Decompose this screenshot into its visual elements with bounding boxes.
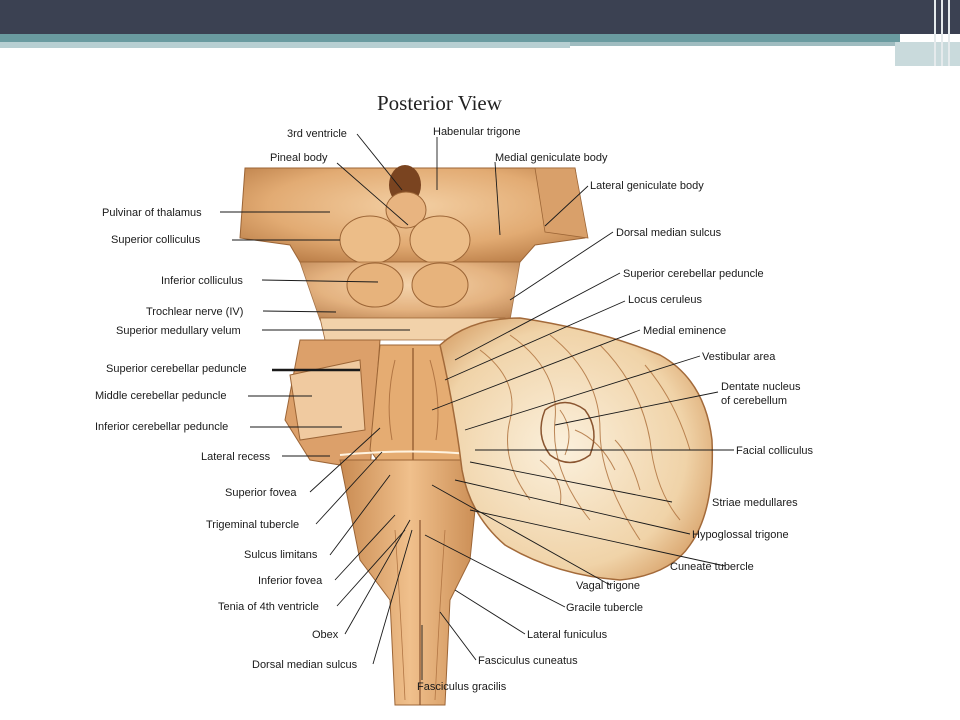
label-superior-cerebellar-peduncle-left: Superior cerebellar peduncle [106,363,247,375]
label-striae-medullares: Striae medullares [712,497,798,509]
label-lateral-funiculus: Lateral funiculus [527,629,608,641]
label-fasciculus-gracilis: Fasciculus gracilis [417,681,507,693]
label-vagal-trigone: Vagal trigone [576,580,640,592]
inferior-cerebellar-peduncle-shape [289,359,366,441]
label-facial-colliculus: Facial colliculus [736,445,814,457]
lateral-geniculate-shape [534,167,589,239]
midbrain-shape [299,261,521,321]
label-middle-cerebellar-peduncle: Middle cerebellar peduncle [95,390,226,402]
diagram-title: Posterior View [377,91,503,115]
label-dorsal-median-sulcus-bottom: Dorsal median sulcus [252,659,358,671]
label-inferior-colliculus: Inferior colliculus [161,275,243,287]
header-accent-bar-mid [570,42,900,46]
anatomy-artwork [239,165,714,706]
label-obex: Obex [312,629,339,641]
label-inferior-fovea: Inferior fovea [258,575,323,587]
label-fasciculus-cuneatus: Fasciculus cuneatus [478,655,578,667]
cerebellum-section-shape [439,317,714,581]
label-habenular-trigone: Habenular trigone [433,126,520,138]
header-corner-line [941,0,943,66]
label-lateral-geniculate-body: Lateral geniculate body [590,180,704,192]
medulla-shape [339,459,481,706]
label-dorsal-median-sulcus-top: Dorsal median sulcus [616,227,722,239]
superior-colliculus-right-shape [409,215,471,265]
leader-lines [220,133,734,680]
cerebellar-folia [479,334,691,541]
label-pulvinar-of-thalamus: Pulvinar of thalamus [102,207,202,219]
pineal-body-shape [385,191,427,229]
label-superior-fovea: Superior fovea [225,487,297,499]
label-dentate-nucleus: Dentate nucleus [721,381,801,393]
dentate-nucleus-shape [540,401,595,464]
header-corner-line [934,0,936,66]
labels: 3rd ventricle Habenular trigone Pineal b… [95,126,814,693]
label-hypoglossal-trigone: Hypoglossal trigone [692,529,789,541]
label-vestibular-area: Vestibular area [702,351,776,363]
label-3rd-ventricle: 3rd ventricle [287,128,347,140]
header-accent-bar [0,34,900,42]
label-trigeminal-tubercle: Trigeminal tubercle [206,519,299,531]
superior-colliculus-left-shape [339,215,401,265]
label-superior-colliculus: Superior colliculus [111,234,201,246]
header-accent-bar-light [0,42,570,48]
label-superior-cerebellar-peduncle-right: Superior cerebellar peduncle [623,268,764,280]
slide-header-bar [0,0,960,34]
label-gracile-tubercle: Gracile tubercle [566,602,643,614]
label-medial-geniculate-body: Medial geniculate body [495,152,608,164]
label-superior-medullary-velum: Superior medullary velum [116,325,241,337]
label-dentate-nucleus-line2: of cerebellum [721,395,787,407]
label-cuneate-tubercle: Cuneate tubercle [670,561,754,573]
label-locus-ceruleus: Locus ceruleus [628,294,702,306]
label-medial-eminence: Medial eminence [643,325,726,337]
label-tenia-of-4th-ventricle: Tenia of 4th ventricle [218,601,319,613]
label-trochlear-nerve: Trochlear nerve (IV) [146,306,243,318]
label-pineal-body: Pineal body [270,152,328,164]
header-corner-line [948,0,950,66]
label-lateral-recess: Lateral recess [201,451,271,463]
label-inferior-cerebellar-peduncle: Inferior cerebellar peduncle [95,421,228,433]
label-sulcus-limitans: Sulcus limitans [244,549,318,561]
